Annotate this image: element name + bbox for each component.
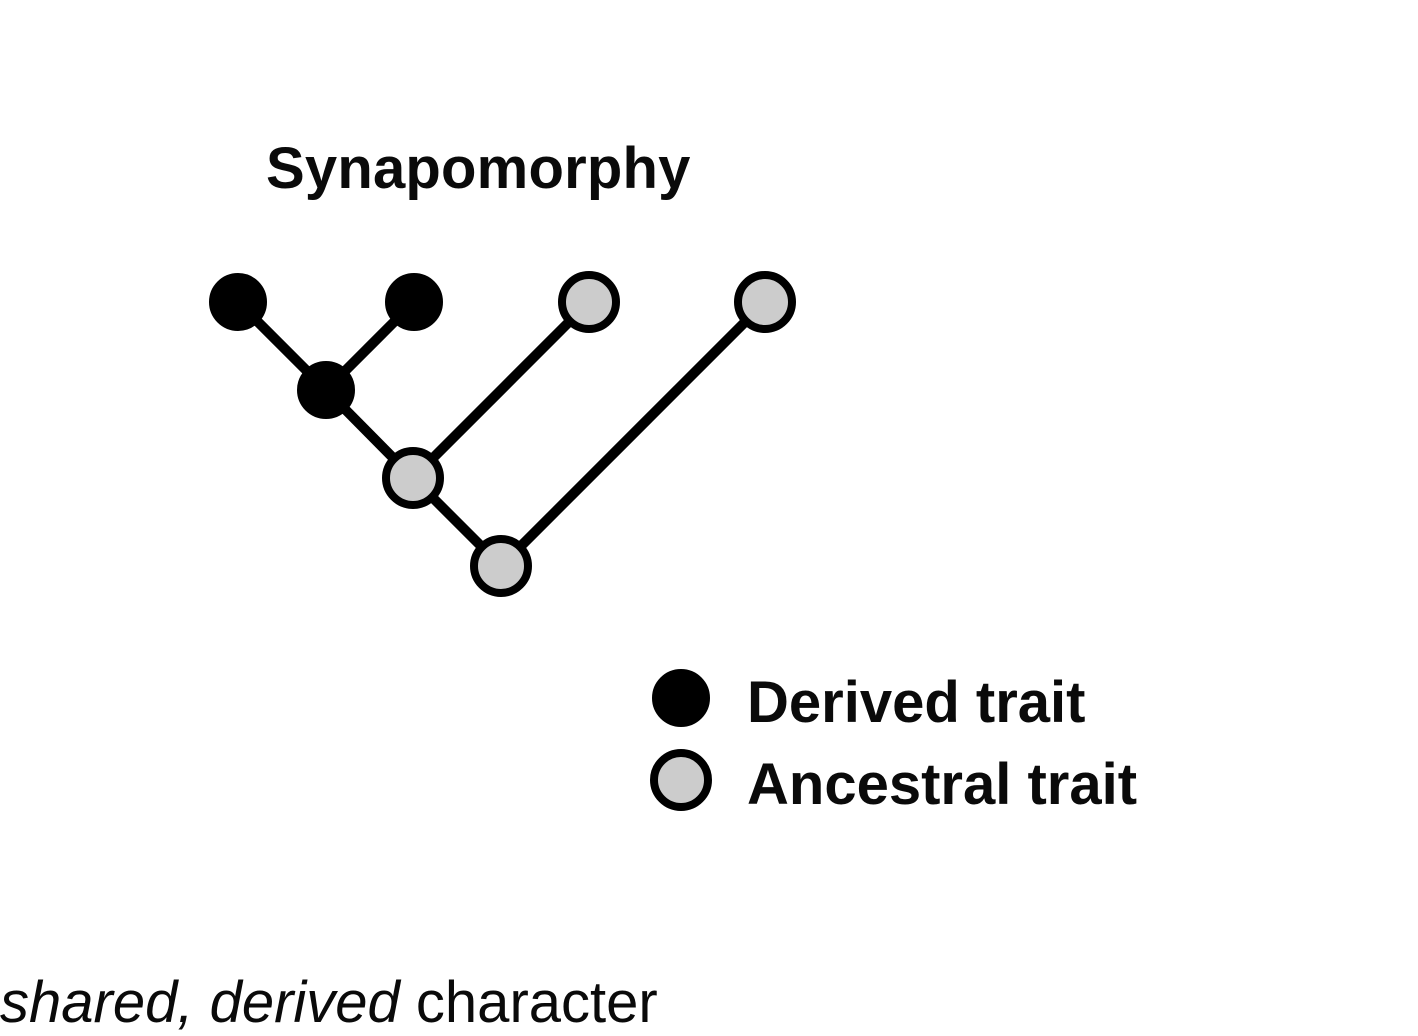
caption-text: shared, derived character	[0, 970, 658, 1036]
node-b-ancestral-node	[382, 447, 444, 509]
diagram-title: Synapomorphy	[266, 136, 691, 201]
branch-leaf-4	[496, 297, 770, 571]
legend-ancestral-marker	[650, 749, 712, 811]
root-ancestral-node	[470, 535, 532, 597]
nodes	[209, 271, 796, 597]
caption-regular-part: character	[399, 970, 658, 1035]
leaf-4-ancestral-node	[734, 271, 796, 333]
leaf-1-derived-node	[209, 273, 267, 331]
legend-ancestral-label: Ancestral trait	[747, 752, 1138, 817]
branches	[233, 297, 770, 571]
node-a-derived-node	[297, 361, 355, 419]
leaf-2-derived-node	[385, 273, 443, 331]
legend-derived-label: Derived trait	[747, 670, 1086, 735]
legend-markers	[650, 669, 712, 811]
branch-leaf-3	[408, 297, 594, 483]
caption-italic-part: shared, derived	[0, 970, 400, 1035]
cladogram	[209, 271, 796, 811]
legend-derived-marker	[652, 669, 710, 727]
leaf-3-ancestral-node	[558, 271, 620, 333]
